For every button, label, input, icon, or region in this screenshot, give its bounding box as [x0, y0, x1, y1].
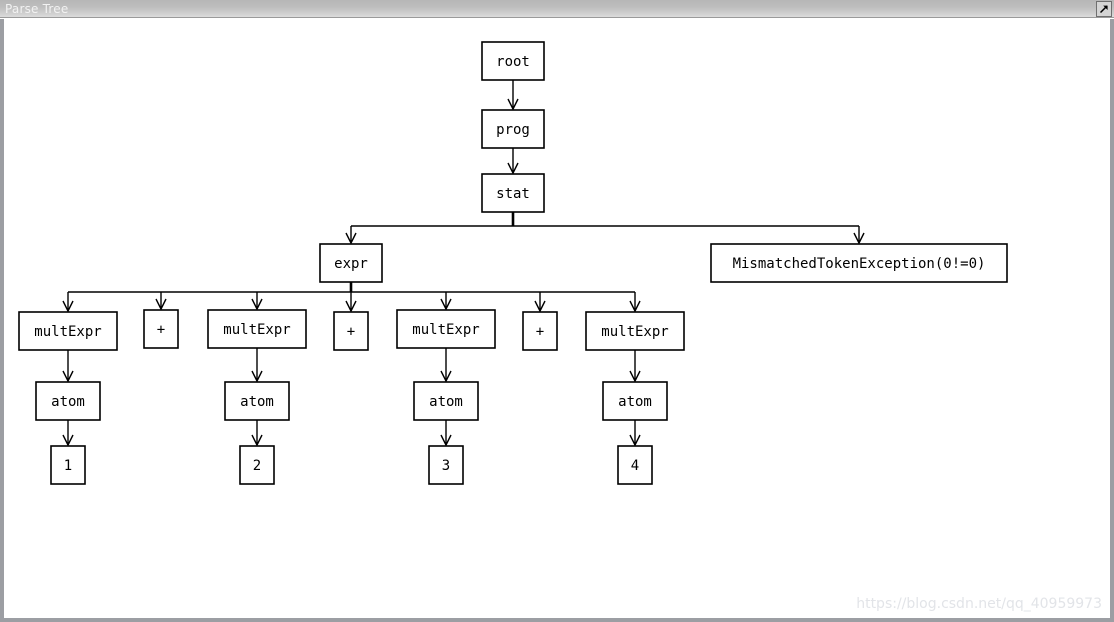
tree-node-me2[interactable]: multExpr [207, 309, 307, 349]
node-label: expr [334, 256, 368, 272]
tree-node-atom3[interactable]: atom [413, 381, 479, 421]
node-label: 1 [64, 458, 72, 474]
edge-layer [62, 80, 865, 447]
node-box [710, 243, 1008, 283]
node-box [522, 311, 558, 351]
tree-node-expr[interactable]: expr [319, 243, 383, 283]
tree-node-stat[interactable]: stat [481, 173, 545, 213]
tree-node-plus2[interactable]: + [333, 311, 369, 351]
tree-node-plus3[interactable]: + [522, 311, 558, 351]
node-box [35, 381, 101, 421]
node-label: atom [51, 394, 85, 410]
tree-node-me3[interactable]: multExpr [396, 309, 496, 349]
node-label: + [347, 324, 355, 340]
node-box [143, 309, 179, 349]
node-box [207, 309, 307, 349]
tree-node-lit3[interactable]: 3 [428, 445, 464, 485]
node-box [585, 311, 685, 351]
node-box [224, 381, 290, 421]
window-title: Parse Tree [5, 2, 69, 16]
tree-node-lit2[interactable]: 2 [239, 445, 275, 485]
node-label: prog [496, 122, 530, 138]
tree-node-atom4[interactable]: atom [602, 381, 668, 421]
node-box [333, 311, 369, 351]
node-label: root [496, 54, 530, 70]
tree-canvas-area[interactable]: root prog stat expr MismatchedTokenException… [0, 19, 1114, 622]
tree-node-atom1[interactable]: atom [35, 381, 101, 421]
node-label: 2 [253, 458, 261, 474]
node-box [481, 41, 545, 81]
tree-node-me4[interactable]: multExpr [585, 311, 685, 351]
node-box [413, 381, 479, 421]
node-label: 3 [442, 458, 450, 474]
node-box [617, 445, 653, 485]
node-box [18, 311, 118, 351]
node-label: stat [496, 186, 530, 202]
node-label: atom [429, 394, 463, 410]
node-label: + [536, 324, 544, 340]
node-label: 4 [631, 458, 639, 474]
node-label: multExpr [601, 324, 668, 340]
tree-node-lit1[interactable]: 1 [50, 445, 86, 485]
node-box [481, 173, 545, 213]
node-label: MismatchedTokenException(0!=0) [733, 256, 986, 272]
tree-node-exc[interactable]: MismatchedTokenException(0!=0) [710, 243, 1008, 283]
node-layer: root prog stat expr MismatchedTokenException… [18, 41, 1008, 485]
node-label: multExpr [412, 322, 479, 338]
node-box [239, 445, 275, 485]
node-label: multExpr [223, 322, 290, 338]
watermark-text: https://blog.csdn.net/qq_40959973 [856, 596, 1102, 612]
node-box [50, 445, 86, 485]
node-box [396, 309, 496, 349]
tree-node-prog[interactable]: prog [481, 109, 545, 149]
node-box [428, 445, 464, 485]
node-label: + [157, 322, 165, 338]
node-box [481, 109, 545, 149]
expand-arrow-icon[interactable] [1096, 1, 1112, 17]
node-label: multExpr [34, 324, 101, 340]
tree-node-lit4[interactable]: 4 [617, 445, 653, 485]
tree-node-root[interactable]: root [481, 41, 545, 81]
node-label: atom [618, 394, 652, 410]
tree-node-plus1[interactable]: + [143, 309, 179, 349]
window-titlebar: Parse Tree [0, 0, 1114, 18]
parse-tree-graph: root prog stat expr MismatchedTokenException… [18, 41, 1008, 485]
node-box [319, 243, 383, 283]
node-label: atom [240, 394, 274, 410]
tree-node-me1[interactable]: multExpr [18, 311, 118, 351]
tree-node-atom2[interactable]: atom [224, 381, 290, 421]
node-box [602, 381, 668, 421]
